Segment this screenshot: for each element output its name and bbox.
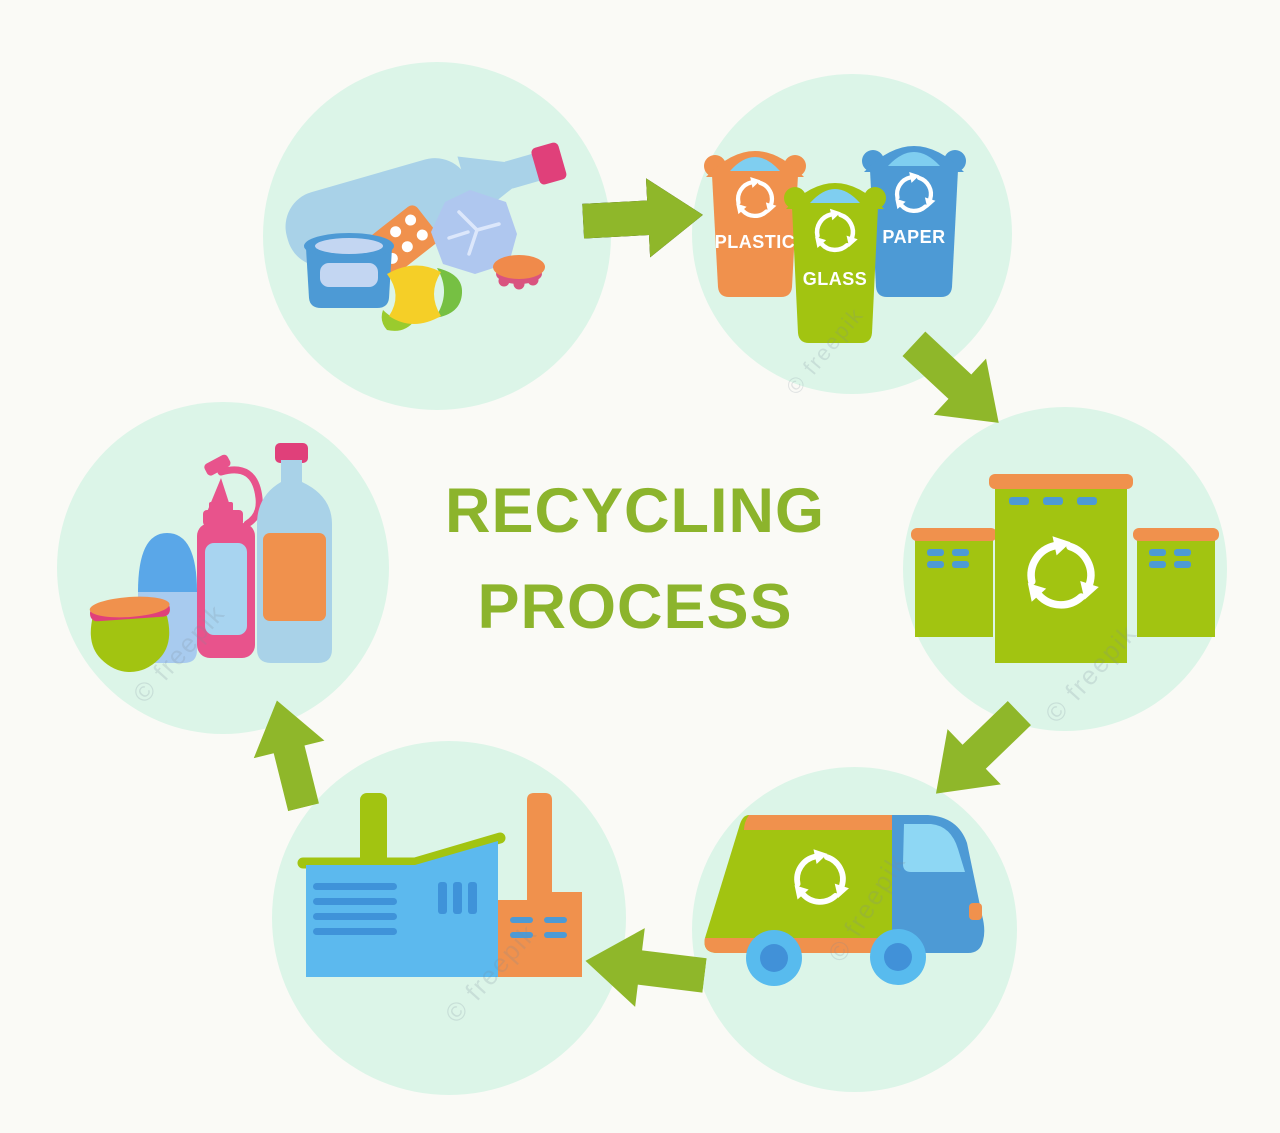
factory-roofline [297, 832, 506, 869]
flow-arrow-down-left-icon [903, 680, 1052, 828]
stage-sorting-bins-circle: PLASTIC PAPER GLASS [692, 74, 1012, 394]
tin-can [304, 233, 394, 308]
recycling-truck-icon [704, 815, 985, 986]
glass-bin-label: GLASS [803, 269, 868, 289]
facility-main-building [989, 474, 1133, 663]
stage-waste-circle [263, 62, 611, 410]
factory-icon [297, 793, 582, 977]
flow-arrow-up-left-icon [233, 688, 347, 818]
gum-splat [493, 255, 545, 290]
page-title: RECYCLING PROCESS [400, 480, 870, 639]
factory-blue-building [306, 841, 498, 977]
flow-arrow-down-right-icon [882, 310, 1031, 458]
green-jar [89, 596, 170, 672]
large-bottle [257, 443, 332, 663]
truck-cab [892, 815, 985, 953]
stage-factory-circle [272, 741, 626, 1095]
apple-core [381, 265, 463, 331]
title-line-1: RECYCLING [444, 476, 826, 546]
recycling-facility-icon [911, 474, 1219, 663]
waste-items-icon [285, 142, 567, 331]
paper-bin-label: PAPER [882, 227, 945, 247]
plastic-bin: PLASTIC [704, 151, 806, 297]
truck-wheels [746, 929, 926, 986]
sorting-bins-icon: PLASTIC PAPER GLASS [704, 146, 966, 343]
factory-orange-building [498, 793, 582, 977]
squeeze-bottle [197, 478, 255, 658]
glass-bin: GLASS [784, 183, 886, 343]
facility-right-wing [1133, 528, 1219, 637]
factory-green-chimney [360, 793, 387, 875]
paper-bin: PAPER [862, 146, 966, 297]
truck-cargo-box [704, 815, 893, 953]
plastic-bin-label: PLASTIC [715, 232, 796, 252]
flow-arrow-right-icon [581, 169, 708, 267]
title-line-2: PROCESS [477, 572, 793, 642]
stage-truck-circle [692, 767, 1017, 1092]
truck-headlight [969, 903, 982, 920]
squeeze-bottle-strap [204, 454, 263, 528]
facility-left-wing [911, 528, 997, 637]
stage-products-circle [57, 402, 389, 734]
recycled-products-icon [89, 443, 332, 672]
crumpled-paper [431, 190, 517, 274]
flow-arrow-left-icon [578, 915, 710, 1021]
stage-facility-circle [903, 407, 1227, 731]
